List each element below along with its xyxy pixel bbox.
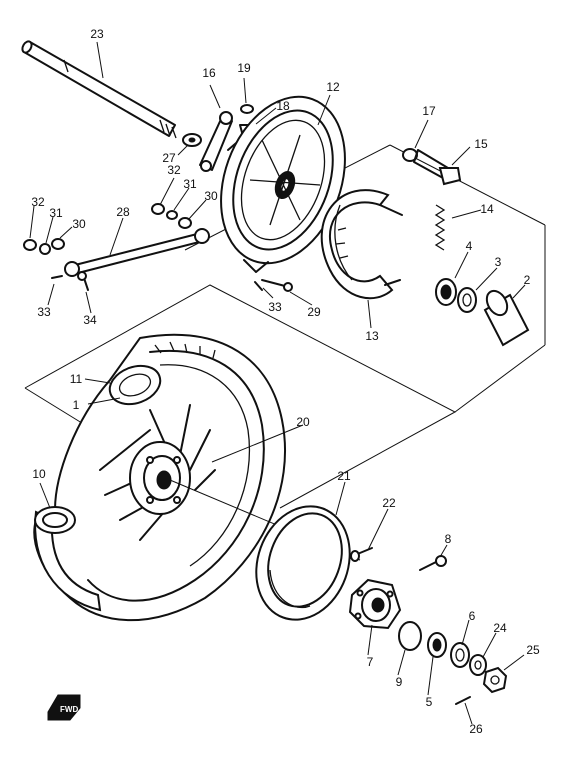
- callout-1: 1: [73, 398, 80, 412]
- spacer-part-27: [182, 133, 202, 147]
- callout-13: 13: [365, 329, 379, 343]
- bearing-part-4: [435, 278, 457, 306]
- washer-part-31: [39, 243, 51, 255]
- callout-20: 20: [296, 415, 310, 429]
- spacer-part-2: [483, 289, 530, 347]
- callout-30-upper: 30: [204, 189, 218, 203]
- brake-shoe-part-13: [320, 189, 403, 300]
- axle-part-23: [21, 40, 177, 139]
- callout-30: 30: [72, 217, 86, 231]
- callout-11: 11: [70, 372, 83, 386]
- callout-15: 15: [474, 137, 488, 151]
- cotter-pin-part-26: [455, 696, 471, 705]
- seal-part-3: [457, 287, 477, 313]
- oring-part-9: [398, 621, 422, 651]
- callout-12: 12: [326, 80, 340, 94]
- bearing-part-5: [427, 632, 447, 658]
- callout-labels: 23 16 19 18 12 27 17 15 32 31 30 14 28 3…: [31, 27, 540, 736]
- forward-direction-marker: FWD: [47, 694, 81, 721]
- washer-part-30: [51, 238, 65, 250]
- callout-3: 3: [495, 255, 502, 269]
- callout-24: 24: [493, 621, 507, 635]
- callout-33-right: 33: [268, 300, 282, 314]
- bolt-part-8: [419, 555, 447, 571]
- callout-14: 14: [480, 202, 494, 216]
- callout-31-upper: 31: [183, 177, 197, 191]
- callout-5: 5: [426, 695, 433, 709]
- pin-part-33: [51, 275, 63, 279]
- callout-18: 18: [276, 99, 290, 113]
- callout-33: 33: [37, 305, 51, 319]
- callout-31: 31: [49, 206, 63, 220]
- callout-4: 4: [466, 239, 473, 253]
- drum-ring-part-21: [255, 505, 351, 621]
- leader-lines: [29, 41, 526, 725]
- callout-22: 22: [382, 496, 396, 510]
- callout-25: 25: [526, 643, 540, 657]
- bolt-part-29: [261, 279, 293, 292]
- callout-8: 8: [445, 532, 452, 546]
- callout-2: 2: [524, 273, 531, 287]
- brake-lever-part-16: [199, 111, 233, 172]
- nut-part-32-upper: [151, 203, 165, 215]
- spring-part-14: [434, 204, 446, 251]
- washer-part-30-upper: [178, 217, 192, 229]
- camshaft-part-15: [413, 149, 462, 186]
- bolt-part-22: [350, 547, 373, 562]
- callout-23: 23: [90, 27, 104, 41]
- callout-21: 21: [337, 469, 351, 483]
- callout-26: 26: [469, 722, 483, 736]
- torque-rod-part-28: [64, 228, 210, 277]
- callout-6: 6: [469, 609, 476, 623]
- callout-16: 16: [202, 66, 216, 80]
- callout-9: 9: [396, 675, 403, 689]
- callout-19: 19: [237, 61, 251, 75]
- callout-32: 32: [31, 195, 45, 209]
- seal-part-6: [450, 642, 470, 668]
- callout-10: 10: [32, 467, 46, 481]
- callout-32-upper: 32: [167, 163, 181, 177]
- nut-part-32: [23, 239, 37, 251]
- wheel-tire-assembly: [33, 333, 361, 622]
- callout-17: 17: [422, 104, 436, 118]
- bolt-part-34: [77, 271, 89, 291]
- callout-27: 27: [162, 151, 176, 165]
- pin-part-33-right: [254, 281, 263, 291]
- callout-29: 29: [307, 305, 321, 319]
- forward-marker-label: FWD: [60, 705, 78, 714]
- tire-part-11: [108, 364, 162, 406]
- washer-part-31-upper: [166, 210, 178, 220]
- hub-part-7: [348, 578, 402, 630]
- callout-7: 7: [367, 655, 374, 669]
- callout-28: 28: [116, 205, 130, 219]
- nut-part-19: [240, 104, 254, 114]
- callout-34: 34: [83, 313, 97, 327]
- collar-part-24: [469, 654, 487, 676]
- tire-part-10: [34, 506, 102, 612]
- nut-part-25: [482, 666, 508, 694]
